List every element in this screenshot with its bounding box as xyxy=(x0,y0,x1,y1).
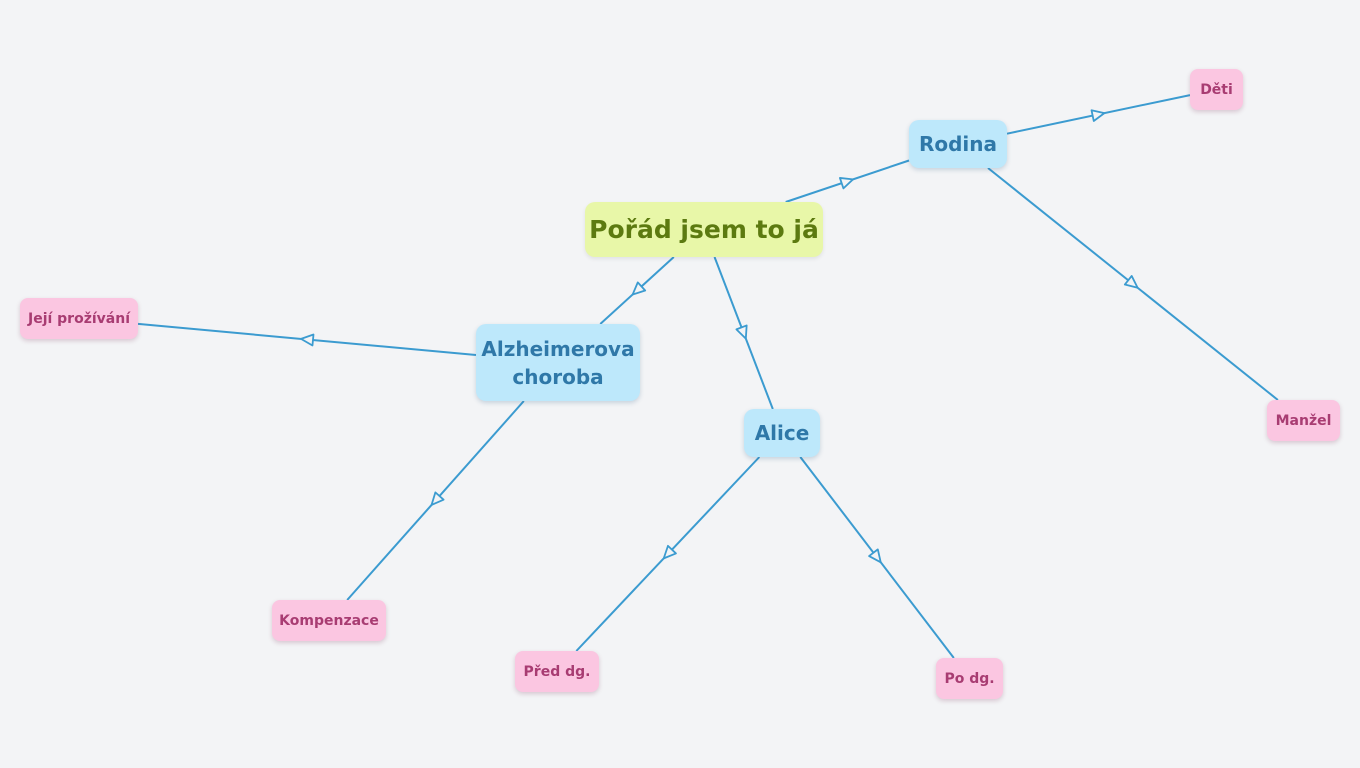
arrow-icon xyxy=(300,333,315,347)
arrow-icon xyxy=(839,177,854,190)
arrow-icon xyxy=(1123,275,1139,289)
subtopic-node-label: Před dg. xyxy=(523,663,591,680)
subtopic-node-pred-dg[interactable]: Před dg. xyxy=(515,651,599,692)
topic-node-alice[interactable]: Alice xyxy=(744,409,820,457)
topic-node-rodina[interactable]: Rodina xyxy=(909,120,1007,168)
arrow-icon xyxy=(430,491,445,506)
arrow-icon xyxy=(735,324,748,340)
subtopic-node-deti[interactable]: Děti xyxy=(1190,69,1243,110)
subtopic-node-label: Kompenzace xyxy=(279,612,379,629)
subtopic-node-jeji-prozivani[interactable]: Její prožívání xyxy=(20,298,138,339)
subtopic-node-label: Její prožívání xyxy=(27,310,130,327)
arrow-icon xyxy=(631,281,647,296)
subtopic-node-po-dg[interactable]: Po dg. xyxy=(936,658,1003,699)
arrow-icon xyxy=(868,548,882,564)
root-node[interactable]: Pořád jsem to já xyxy=(585,202,823,257)
subtopic-node-manzel[interactable]: Manžel xyxy=(1267,400,1340,441)
subtopic-node-label: Manžel xyxy=(1275,412,1332,429)
root-node-label: Pořád jsem to já xyxy=(589,215,819,244)
topic-node-alzheimerova-choroba[interactable]: Alzheimerova choroba xyxy=(476,324,640,401)
topic-node-label: Alice xyxy=(754,421,810,445)
subtopic-node-label: Děti xyxy=(1200,81,1233,98)
topic-node-label: Alzheimerova choroba xyxy=(481,336,635,389)
subtopic-node-label: Po dg. xyxy=(944,670,995,687)
arrow-icon xyxy=(1090,109,1106,122)
subtopic-node-kompenzace[interactable]: Kompenzace xyxy=(272,600,386,641)
topic-node-label: Rodina xyxy=(918,132,998,156)
arrow-icon xyxy=(662,544,677,560)
